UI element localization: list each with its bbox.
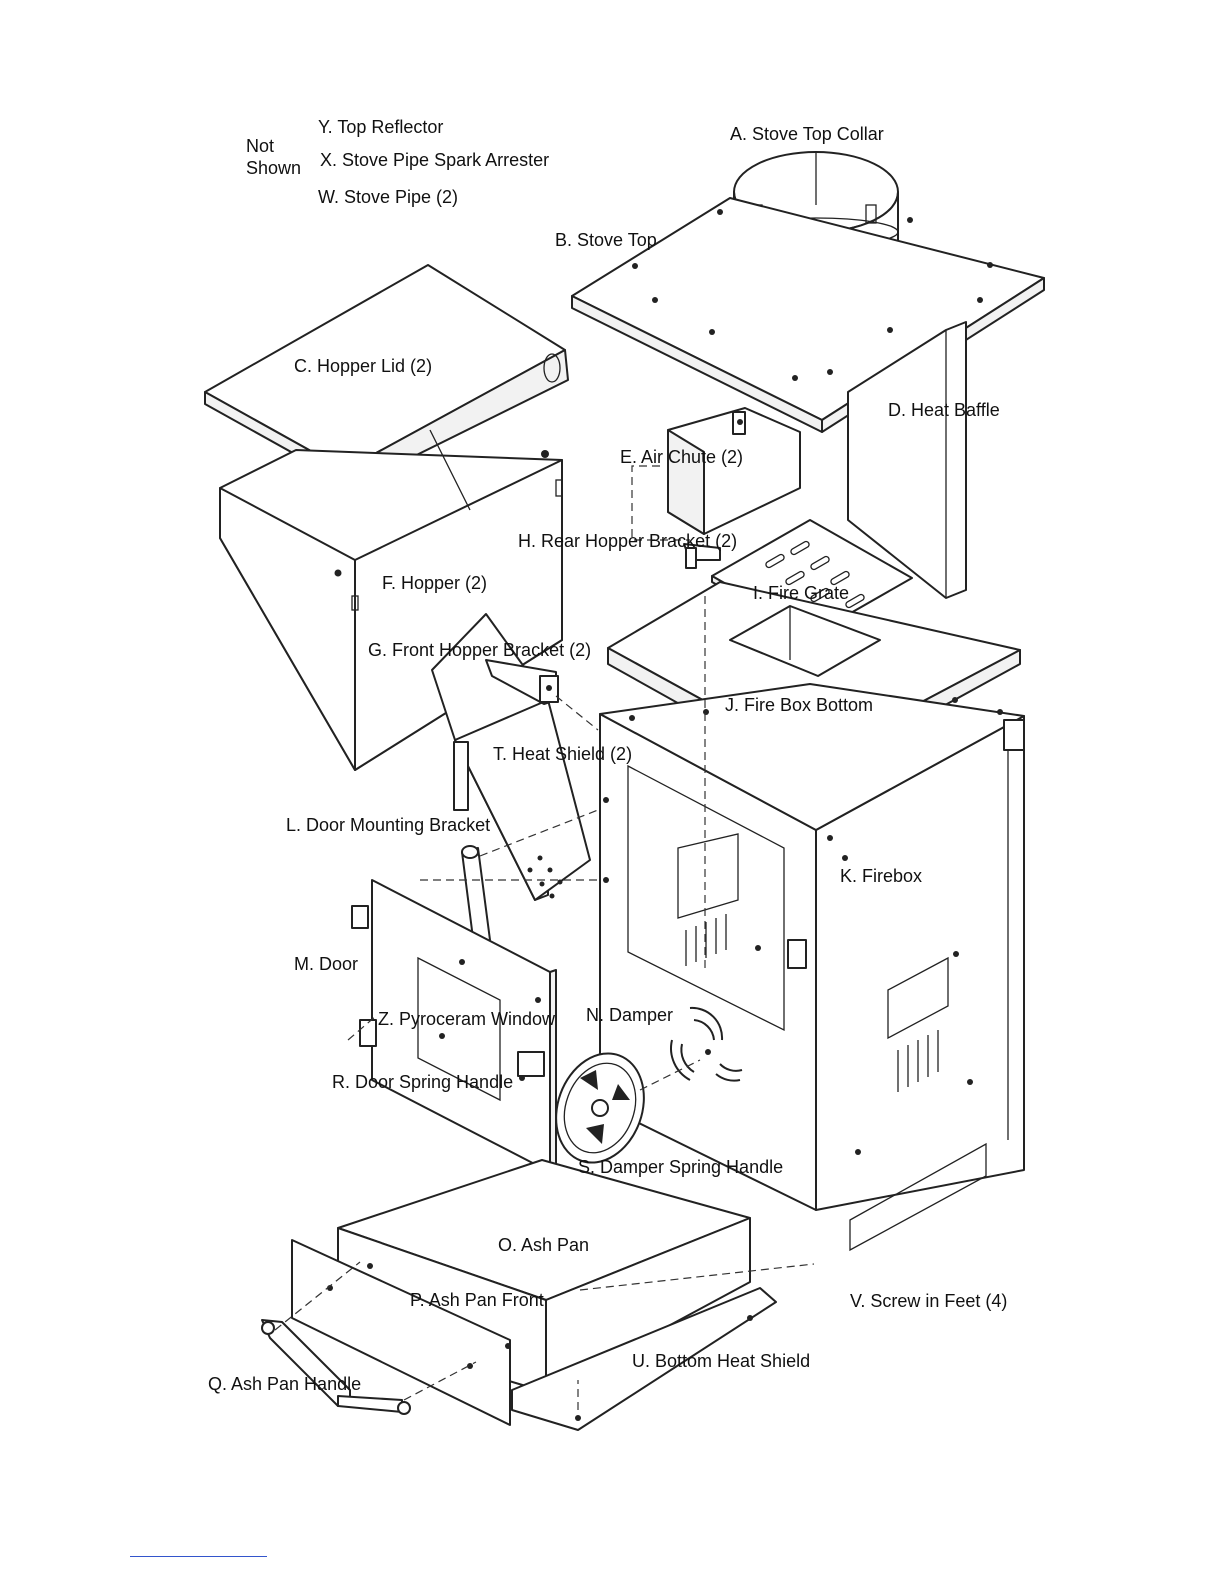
label-door-mounting-bracket: L. Door Mounting Bracket	[286, 815, 490, 835]
label-ash-pan: O. Ash Pan	[498, 1235, 589, 1255]
damper-part	[670, 1006, 743, 1082]
label-damper: N. Damper	[586, 1005, 673, 1025]
rear-hopper-bracket-part	[683, 543, 721, 569]
label-stove-pipe-spark-arrester: X. Stove Pipe Spark Arrester	[320, 150, 549, 170]
label-rear-hopper-bracket: H. Rear Hopper Bracket (2)	[518, 531, 737, 551]
label-fire-box-bottom: J. Fire Box Bottom	[725, 695, 873, 715]
part-labels: Not Shown Y. Top Reflector X. Stove Pipe…	[208, 117, 1007, 1394]
label-stove-top-collar: A. Stove Top Collar	[730, 124, 884, 144]
label-door-spring-handle: R. Door Spring Handle	[332, 1072, 513, 1092]
firebox-part	[599, 683, 1025, 1252]
heat-baffle-part	[847, 321, 967, 599]
label-heat-shield: T. Heat Shield (2)	[493, 744, 632, 764]
ash-pan-front-part	[291, 1239, 511, 1426]
label-pyroceram-window: Z. Pyroceram Window	[378, 1009, 556, 1029]
label-stove-top: B. Stove Top	[555, 230, 657, 250]
assembly-guide-lines	[274, 596, 815, 1410]
label-air-chute: E. Air Chute (2)	[620, 447, 743, 467]
damper-spring-handle-part	[555, 1052, 645, 1164]
label-heat-baffle: D. Heat Baffle	[888, 400, 1000, 420]
label-hopper: F. Hopper (2)	[382, 573, 487, 593]
label-front-hopper-bracket: G. Front Hopper Bracket (2)	[368, 640, 591, 660]
label-stove-pipe: W. Stove Pipe (2)	[318, 187, 458, 207]
label-firebox: K. Firebox	[840, 866, 922, 886]
label-top-reflector: Y. Top Reflector	[318, 117, 443, 137]
not-shown-heading-line2: Shown	[246, 158, 301, 178]
label-screw-in-feet: V. Screw in Feet (4)	[850, 1291, 1007, 1311]
label-damper-spring-handle: S. Damper Spring Handle	[578, 1157, 783, 1177]
label-ash-pan-handle: Q. Ash Pan Handle	[208, 1374, 361, 1394]
not-shown-heading-line1: Not	[246, 136, 274, 156]
front-hopper-bracket-part	[453, 659, 559, 811]
label-fire-grate: I. Fire Grate	[753, 583, 849, 603]
air-chute-part	[667, 407, 801, 535]
footer-rule	[130, 1556, 267, 1557]
door-part	[351, 879, 557, 1173]
ash-pan-handle-part	[261, 1319, 411, 1415]
air-chute-guide-line	[631, 465, 690, 541]
label-door: M. Door	[294, 954, 358, 974]
label-bottom-heat-shield: U. Bottom Heat Shield	[632, 1351, 810, 1371]
label-hopper-lid: C. Hopper Lid (2)	[294, 356, 432, 376]
label-ash-pan-front: P. Ash Pan Front	[410, 1290, 544, 1310]
